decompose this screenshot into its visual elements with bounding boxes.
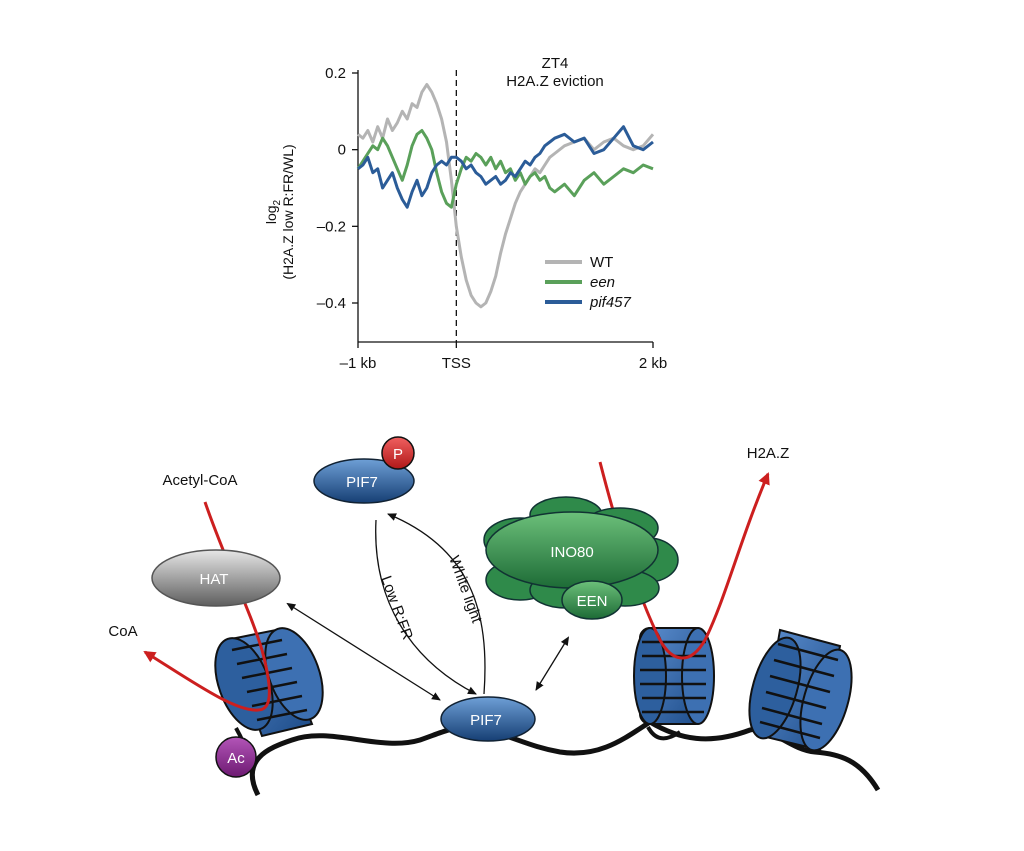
nucleosome-right [748,628,853,752]
y-tick-label: –0.4 [317,295,346,312]
legend-label-pif457: pif457 [589,294,632,311]
een-label: EEN [577,593,608,610]
legend-label-een: een [590,274,615,291]
pif7-bottom-label: PIF7 [470,712,502,729]
series-line-pif457 [357,125,654,209]
y-axis-title-log: log [263,205,279,224]
pif7-node: PIF7 [440,696,536,742]
y-tick-label: –0.2 [317,218,346,235]
white-light-label: White light [445,554,485,626]
svg-text:log2: log2 [263,199,283,224]
series-line-een [356,129,654,209]
x-tick-label: TSS [442,355,471,372]
series-lines [356,83,655,309]
y-axis-title-subscript: 2 [272,199,283,205]
y-ticks: 0.2 0 –0.2 –0.4 [317,65,358,312]
chart-title: ZT4 [542,55,569,72]
low-rfr-label: Low R:FR [377,574,416,643]
x-tick-label: 2 kb [639,355,667,372]
ino80-label: INO80 [550,544,593,561]
x-tick-label: –1 kb [340,355,377,372]
phospho-label: P [393,446,403,463]
series-line-WT [357,83,655,309]
hat-label: HAT [200,571,229,588]
y-axis-title: log2 (H2A.Z low R:FR/WL) [263,144,296,279]
pif7-top-label: PIF7 [346,474,378,491]
legend-label-WT: WT [590,254,613,271]
nucleosome-middle [633,627,715,741]
chart: 0.2 0 –0.2 –0.4 –1 kb TSS 2 kb ZT4 H2A.Z evic… [263,55,667,372]
ino80-complex: INO80 EEN [483,496,679,620]
hat-pif7-double-arrow [286,602,441,701]
h2az-label: H2A.Z [747,445,790,462]
coa-label: CoA [108,623,137,640]
ac-node: Ac [215,736,257,778]
pif7-phosphorylated-node: PIF7 P [313,436,415,504]
legend: WT een pif457 [545,254,632,311]
diagram: HAT Ac PIF7 P INO80 EEN [108,436,881,797]
y-tick-label: 0 [338,142,346,159]
x-ticks: –1 kb TSS 2 kb [340,342,667,372]
ac-label: Ac [227,750,245,767]
hat-node: HAT [151,549,281,607]
y-tick-label: 0.2 [325,65,346,82]
een-pif7-double-arrow [535,636,570,691]
chart-subtitle: H2A.Z eviction [506,73,604,90]
y-axis-title-quantity: (H2A.Z low R:FR/WL) [280,144,296,279]
acetyl-coa-label: Acetyl-CoA [162,472,237,489]
white-light-arrow [387,513,486,695]
